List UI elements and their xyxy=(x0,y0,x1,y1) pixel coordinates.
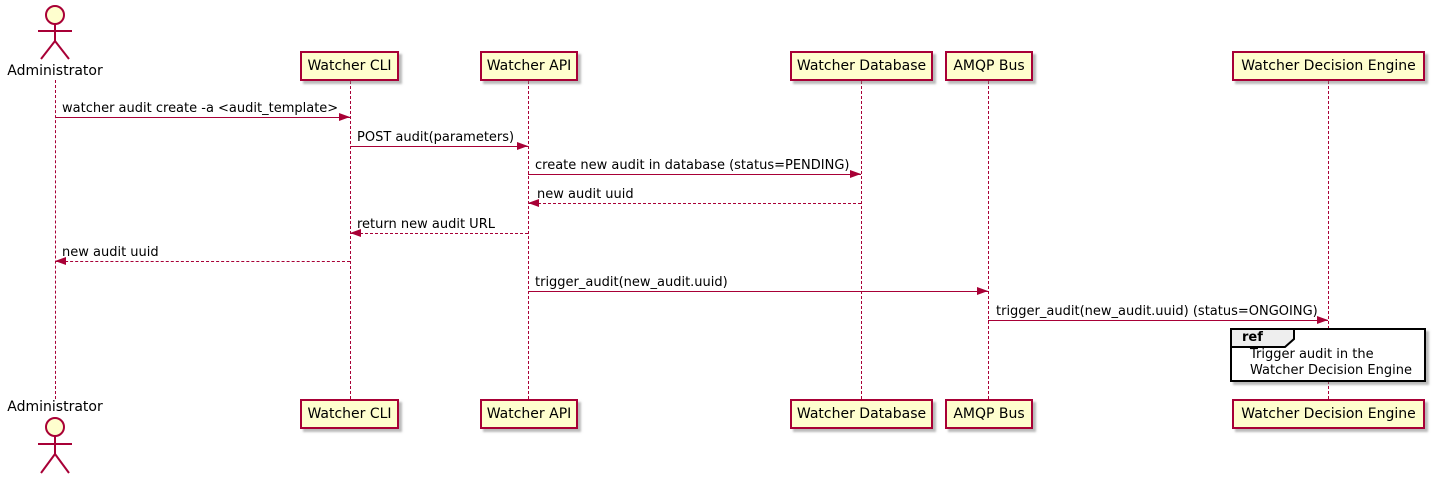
participant-top-watcher-decision-engine: Watcher Decision Engine xyxy=(1232,51,1425,81)
actor-label-top: Administrator xyxy=(7,63,103,79)
message-arrow-6 xyxy=(55,257,350,265)
message-arrow-1 xyxy=(55,113,350,121)
lifeline-administrator xyxy=(55,80,56,399)
participant-top-amqp-bus: AMQP Bus xyxy=(945,51,1033,81)
message-label-6: new audit uuid xyxy=(62,245,159,260)
actor-label-bottom: Administrator xyxy=(7,399,103,415)
message-label-4: new audit uuid xyxy=(537,187,634,202)
lifeline-amqp-bus xyxy=(988,81,989,399)
message-label-1: watcher audit create -a <audit_template> xyxy=(62,101,339,116)
arrowhead-left-icon xyxy=(55,257,66,265)
participant-top-watcher-api: Watcher API xyxy=(480,51,578,81)
arrowhead-right-icon xyxy=(1317,316,1328,324)
lifeline-watcher-decision-engine xyxy=(1328,81,1329,399)
lifeline-watcher-api xyxy=(528,81,529,399)
message-label-7: trigger_audit(new_audit.uuid) xyxy=(535,275,728,290)
message-label-5: return new audit URL xyxy=(357,217,495,232)
arrowhead-right-icon xyxy=(977,287,988,295)
actor-icon xyxy=(30,4,80,66)
ref-text-line-1: Trigger audit in the xyxy=(1250,347,1374,362)
message-arrow-7 xyxy=(528,287,988,295)
participant-top-watcher-cli: Watcher CLI xyxy=(300,51,399,81)
ref-pentagon-icon xyxy=(1230,328,1296,352)
participant-top-watcher-database: Watcher Database xyxy=(790,51,933,81)
message-label-3: create new audit in database (status=PEN… xyxy=(535,158,850,173)
participant-bottom-watcher-database: Watcher Database xyxy=(790,399,933,429)
message-label-2: POST audit(parameters) xyxy=(357,130,515,145)
lifeline-watcher-cli xyxy=(350,81,351,399)
ref-keyword: ref xyxy=(1242,330,1263,345)
participant-bottom-watcher-decision-engine: Watcher Decision Engine xyxy=(1232,399,1425,429)
message-arrow-4 xyxy=(528,199,861,207)
message-label-8: trigger_audit(new_audit.uuid) (status=ON… xyxy=(996,304,1318,319)
arrowhead-right-icon xyxy=(339,113,350,121)
ref-text-line-2: Watcher Decision Engine xyxy=(1250,363,1412,378)
ref-fragment: ref Trigger audit in the Watcher Decisio… xyxy=(1230,328,1426,382)
arrowhead-left-icon xyxy=(350,229,361,237)
message-arrow-3 xyxy=(528,170,861,178)
participant-bottom-amqp-bus: AMQP Bus xyxy=(945,399,1033,429)
ref-text: Trigger audit in the Watcher Decision En… xyxy=(1250,347,1412,379)
participant-bottom-watcher-cli: Watcher CLI xyxy=(300,399,399,429)
arrowhead-right-icon xyxy=(850,170,861,178)
message-arrow-2 xyxy=(350,142,528,150)
actor-icon-bottom xyxy=(30,416,80,482)
message-arrow-5 xyxy=(350,229,528,237)
arrowhead-left-icon xyxy=(528,199,539,207)
arrowhead-right-icon xyxy=(517,142,528,150)
lifeline-watcher-database xyxy=(861,81,862,399)
participant-bottom-watcher-api: Watcher API xyxy=(480,399,578,429)
message-arrow-8 xyxy=(988,316,1328,324)
